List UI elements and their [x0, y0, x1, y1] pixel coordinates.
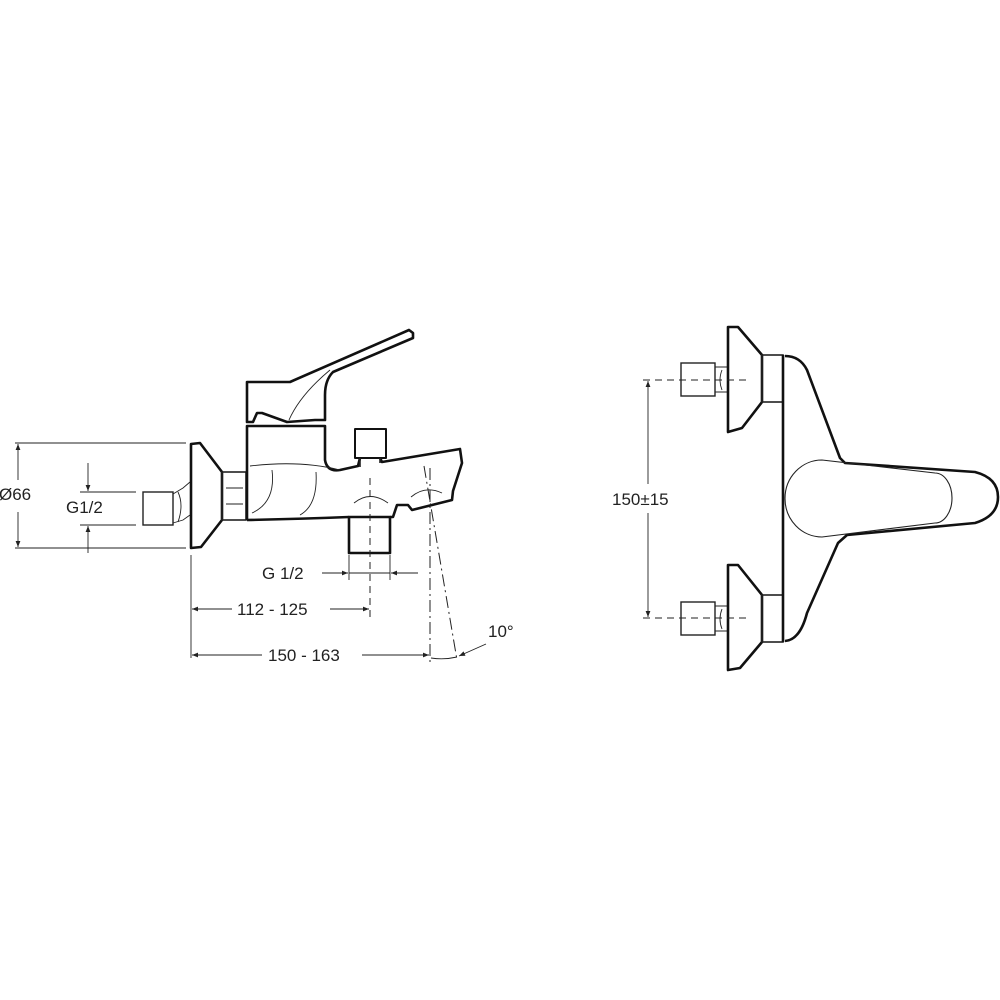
- dimension-outlet-distance: 112 - 125: [192, 600, 369, 619]
- inlet-pipe: [142, 481, 191, 526]
- dimension-inlet-thread: G1/2: [66, 463, 136, 553]
- shower-outlet: [347, 515, 392, 555]
- dimension-inlet-centers: 150±15: [612, 381, 669, 617]
- side-view: Ø66 G1/2 G 1/2 112 - 125: [0, 328, 514, 665]
- lever-handle-front[interactable]: [784, 459, 953, 538]
- lever-handle[interactable]: [245, 328, 415, 424]
- wall-rosette: [189, 441, 224, 550]
- label-inlet-thread: G1/2: [66, 498, 103, 517]
- dimension-spout-angle: 10°: [430, 622, 514, 660]
- spout-angle-line: [423, 465, 458, 661]
- diverter-knob[interactable]: [354, 428, 387, 467]
- label-outlet-distance: 112 - 125: [237, 600, 308, 619]
- dimension-spout-reach: 150 - 163: [192, 646, 429, 665]
- label-spout-reach: 150 - 163: [268, 646, 340, 665]
- dimension-outlet-thread: G 1/2: [262, 555, 418, 583]
- dimension-rosette-diameter: Ø66: [0, 442, 186, 549]
- label-inlet-centers: 150±15: [612, 490, 669, 509]
- label-outlet-thread: G 1/2: [262, 564, 304, 583]
- label-rosette-diameter: Ø66: [0, 485, 31, 504]
- label-spout-angle: 10°: [488, 622, 514, 641]
- mixer-body-front: [781, 354, 1000, 643]
- front-view: 150±15: [612, 325, 1000, 672]
- hex-nut: [221, 471, 247, 521]
